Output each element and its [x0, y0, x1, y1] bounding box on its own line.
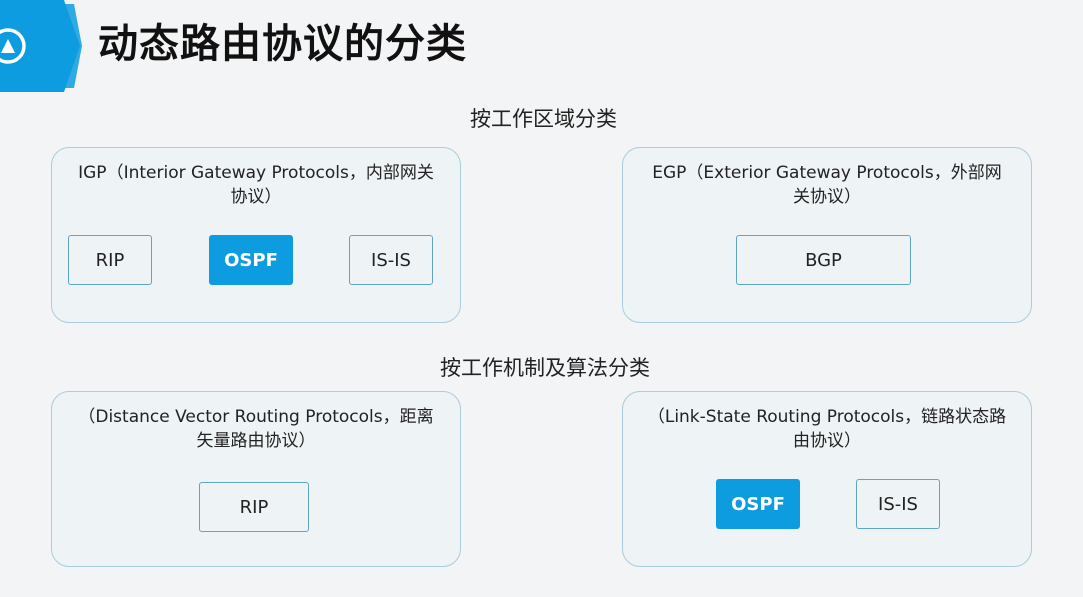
link-state-isis-button[interactable]: IS-IS [856, 479, 940, 529]
igp-isis-button[interactable]: IS-IS [349, 235, 433, 285]
igp-caption-line2: 协议） [230, 187, 282, 207]
triangle-up-icon [0, 0, 82, 92]
link-state-caption: （Link-State Routing Protocols，链路状态路 由协议） [623, 405, 1031, 453]
section-heading-by-area: 按工作区域分类 [470, 107, 617, 131]
distance-vector-caption-line2: 矢量路由协议） [196, 431, 316, 451]
page-title: 动态路由协议的分类 [98, 21, 467, 67]
distance-vector-group: （Distance Vector Routing Protocols，距离 矢量… [51, 391, 461, 567]
egp-group: EGP（Exterior Gateway Protocols，外部网 关协议） … [622, 147, 1032, 323]
igp-group: IGP（Interior Gateway Protocols，内部网关 协议） … [51, 147, 461, 323]
igp-caption-line1: IGP（Interior Gateway Protocols，内部网关 [78, 163, 434, 183]
igp-ospf-button[interactable]: OSPF [209, 235, 293, 285]
igp-caption: IGP（Interior Gateway Protocols，内部网关 协议） [52, 161, 460, 209]
link-state-ospf-button[interactable]: OSPF [716, 479, 800, 529]
link-state-caption-line2: 由协议） [793, 431, 861, 451]
distance-vector-rip-button[interactable]: RIP [199, 482, 309, 532]
egp-caption-line1: EGP（Exterior Gateway Protocols，外部网 [652, 163, 1002, 183]
distance-vector-caption: （Distance Vector Routing Protocols，距离 矢量… [52, 405, 460, 453]
igp-rip-button[interactable]: RIP [68, 235, 152, 285]
link-state-caption-line1: （Link-State Routing Protocols，链路状态路 [647, 407, 1007, 427]
egp-caption-line2: 关协议） [793, 187, 861, 207]
section-heading-by-algorithm: 按工作机制及算法分类 [440, 356, 650, 380]
distance-vector-caption-line1: （Distance Vector Routing Protocols，距离 [78, 407, 434, 427]
link-state-group: （Link-State Routing Protocols，链路状态路 由协议）… [622, 391, 1032, 567]
egp-bgp-button[interactable]: BGP [736, 235, 911, 285]
egp-caption: EGP（Exterior Gateway Protocols，外部网 关协议） [623, 161, 1031, 209]
